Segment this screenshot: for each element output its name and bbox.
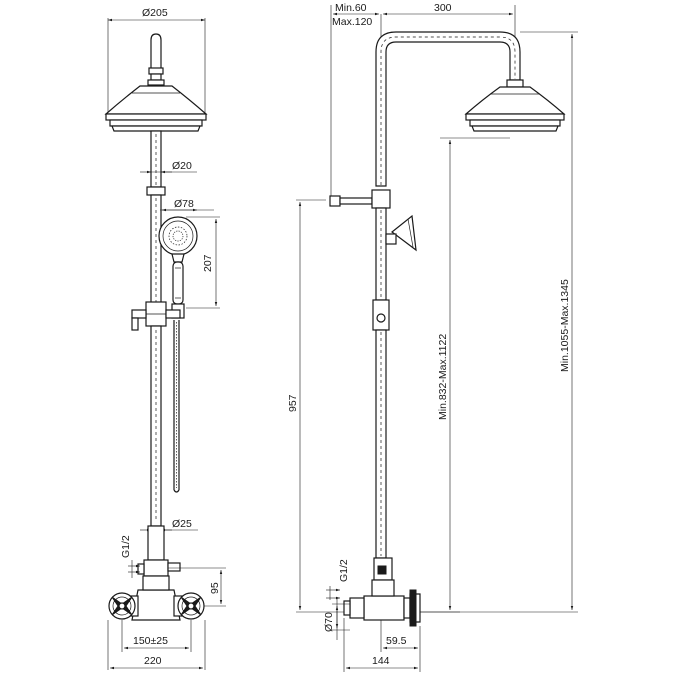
rain-shower-head-front xyxy=(104,33,208,132)
dim-label-max120: Max.120 xyxy=(332,16,372,28)
left-cross-handle xyxy=(108,592,136,620)
dim-label-d205: Ø205 xyxy=(142,7,168,19)
dim-label-d20: Ø20 xyxy=(172,160,192,172)
dim-label-min1055: Min.1055-Max.1345 xyxy=(559,279,571,372)
dim-label-957: 957 xyxy=(287,394,299,412)
mixer-body-front xyxy=(123,575,189,621)
dim-label-300: 300 xyxy=(434,2,452,14)
dim-label-g12-left: G1/2 xyxy=(120,535,132,558)
dim-label-g12-right: G1/2 xyxy=(338,559,350,582)
dim-label-d70: Ø70 xyxy=(323,612,335,632)
side-cross-handle xyxy=(403,589,421,627)
right-cross-handle xyxy=(177,592,205,620)
dim-label-min60: Min.60 xyxy=(335,2,367,14)
side-view: Min.60 Max.120 300 957 Min.832-Max.1122 … xyxy=(287,2,578,672)
dim-label-207: 207 xyxy=(202,254,214,272)
dim-label-d25: Ø25 xyxy=(172,518,192,530)
pipe-coupling xyxy=(146,186,166,196)
hand-shower-side xyxy=(385,214,417,252)
dim-label-144: 144 xyxy=(372,655,390,667)
dim-label-59-5: 59.5 xyxy=(386,635,407,647)
mixer-body-side xyxy=(343,579,405,621)
dim-label-95: 95 xyxy=(209,582,221,594)
lower-coupling xyxy=(147,525,165,561)
dim-label-min832: Min.832-Max.1122 xyxy=(437,334,449,420)
wall-bracket xyxy=(329,189,391,209)
dim-label-220: 220 xyxy=(144,655,162,667)
dim-label-d78: Ø78 xyxy=(174,198,194,210)
front-view: Ø205 Ø20 Ø78 207 Ø25 G1/2 95 150±25 220 xyxy=(104,7,226,670)
shower-hose xyxy=(173,320,180,493)
rain-shower-head-side xyxy=(464,79,566,132)
dim-label-150: 150±25 xyxy=(133,635,168,647)
